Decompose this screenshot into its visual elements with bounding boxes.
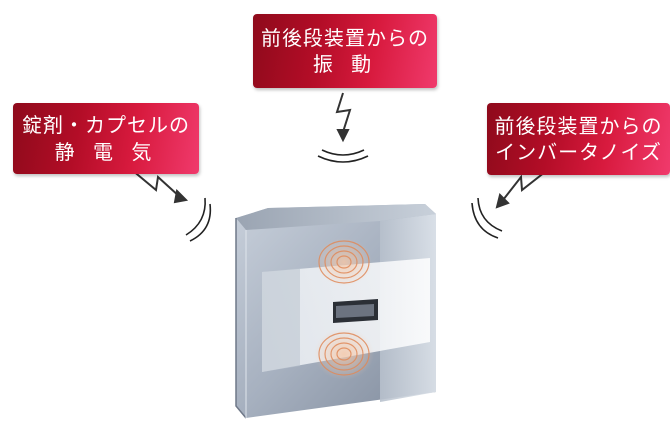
lightning-arrow-icon	[131, 169, 189, 204]
wave-arcs-icon	[185, 197, 212, 242]
lightning-arrow-icon	[495, 171, 546, 209]
wave-arcs-icon	[317, 149, 369, 163]
callout-vibration-line2: 振 動	[312, 52, 378, 76]
callout-static-line2: 静 電 気	[54, 139, 158, 164]
callout-inverter: 前後段装置からの インバータノイズ	[487, 103, 670, 175]
callout-vibration: 前後段装置からの 振 動	[253, 14, 437, 88]
callout-inverter-line1: 前後段装置からの	[494, 113, 663, 138]
callout-static-line1: 錠剤・カプセルの	[22, 113, 190, 138]
sensor-device	[235, 204, 436, 419]
callout-inverter-line2: インバータノイズ	[495, 140, 662, 164]
callout-static: 錠剤・カプセルの 静 電 気	[13, 103, 199, 174]
wave-arcs-icon	[471, 197, 503, 239]
callout-vibration-line1: 前後段装置からの	[261, 25, 429, 50]
lightning-arrow-icon	[335, 92, 352, 143]
wave-rings-icon	[318, 240, 370, 376]
